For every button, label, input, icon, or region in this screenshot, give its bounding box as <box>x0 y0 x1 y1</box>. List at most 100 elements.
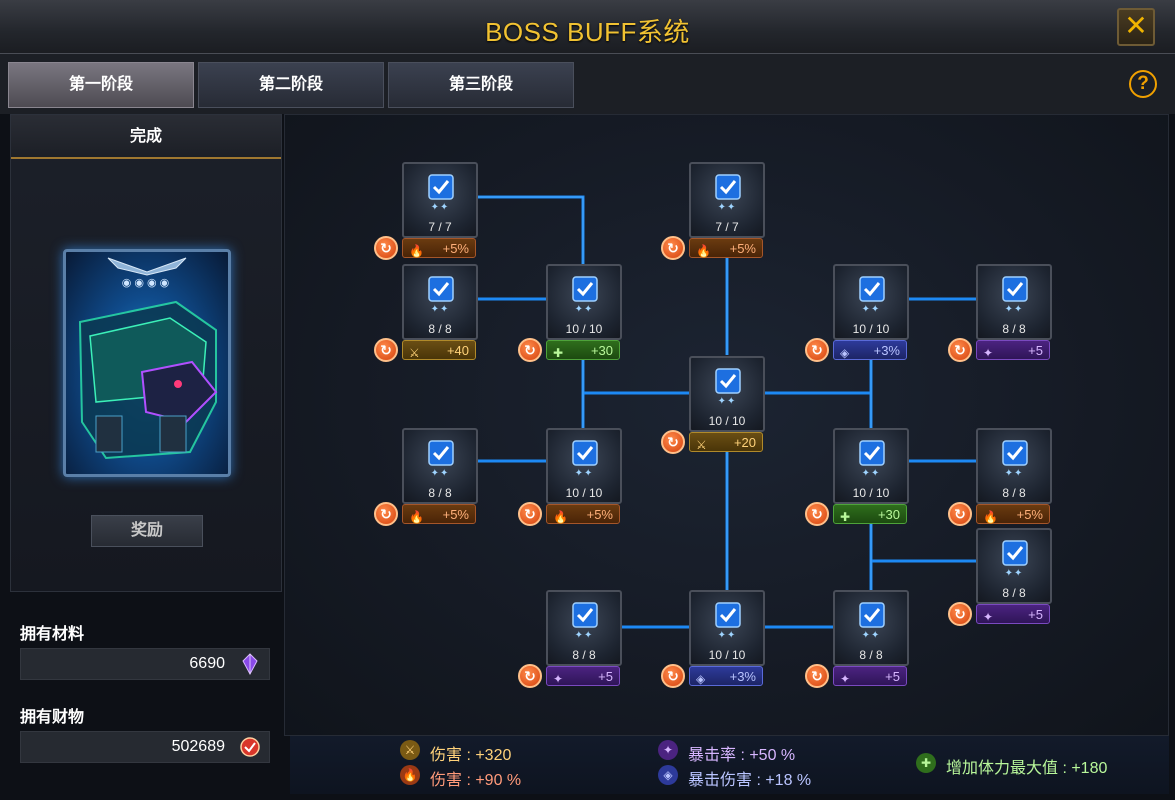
refresh-icon[interactable]: ↻ <box>374 502 398 526</box>
tree-node[interactable]: ✦✦10 / 10 <box>546 428 622 504</box>
stats-summary <box>290 736 1169 794</box>
materials-label: 拥有材料 <box>20 626 85 643</box>
close-icon[interactable]: ✕ <box>1117 8 1155 46</box>
stat-damage-flat-text: 伤害 : +320 <box>430 747 512 764</box>
fire-icon: 🔥 <box>409 244 424 258</box>
check-icon <box>859 440 885 466</box>
crit-damage-icon: ◈ <box>840 346 850 360</box>
tree-node[interactable]: ✦✦8 / 8 <box>546 590 622 666</box>
currency-icon <box>240 737 260 757</box>
star-rank-icon: ✦✦ <box>430 468 450 479</box>
crest-icon <box>107 257 187 276</box>
node-count: 7 / 7 <box>715 220 739 234</box>
node-bonus-value: +3% <box>729 669 756 684</box>
tree-node[interactable]: ✦✦ 8 / 8 <box>976 428 1052 504</box>
refresh-icon[interactable]: ↻ <box>518 664 542 688</box>
node-count: 8 / 8 <box>572 648 596 662</box>
tree-node[interactable]: ✦✦10 / 10 <box>689 356 765 432</box>
tree-node[interactable]: ✦✦10 / 10 <box>833 428 909 504</box>
tab-stage-2[interactable]: 第二阶段 <box>198 62 384 108</box>
refresh-icon[interactable]: ↻ <box>948 502 972 526</box>
node-count: 8 / 8 <box>428 486 452 500</box>
node-bonus: ⚔ +40 <box>402 340 476 360</box>
refresh-icon[interactable]: ↻ <box>805 338 829 362</box>
refresh-icon[interactable]: ↻ <box>948 338 972 362</box>
tree-node[interactable]: ✦✦ 8 / 8 <box>402 428 478 504</box>
node-bonus: 🔥 +5% <box>402 238 476 258</box>
refresh-icon[interactable]: ↻ <box>374 338 398 362</box>
node-count: 8 / 8 <box>1002 486 1026 500</box>
node-count: 8 / 8 <box>1002 586 1026 600</box>
tree-node[interactable]: ✦✦10 / 10 <box>833 264 909 340</box>
check-icon <box>572 276 598 302</box>
stat-max-stamina-text: 增加体力最大值 : +180 <box>946 760 1108 777</box>
check-icon <box>715 602 741 628</box>
boss-portrait: ◉◉◉◉ <box>63 249 231 477</box>
node-bonus: ⚔+20 <box>689 432 763 452</box>
tree-node[interactable]: ✦✦8 / 8 <box>833 590 909 666</box>
refresh-icon[interactable]: ↻ <box>661 236 685 260</box>
star-rank-icon: ✦✦ <box>1004 468 1024 479</box>
tree-node[interactable]: ✦✦10 / 10 <box>546 264 622 340</box>
health-plus-icon: ✚ <box>916 753 936 773</box>
node-bonus: ✦+5 <box>833 666 907 686</box>
node-count: 8 / 8 <box>859 648 883 662</box>
refresh-icon[interactable]: ↻ <box>661 664 685 688</box>
fire-icon: 🔥 <box>983 510 998 524</box>
crit-rate-icon: ✦ <box>983 346 994 360</box>
refresh-icon[interactable]: ↻ <box>661 430 685 454</box>
tree-node[interactable]: ✦✦8 / 8 <box>976 528 1052 604</box>
tab-stage-1[interactable]: 第一阶段 <box>8 62 194 108</box>
tree-node[interactable]: ✦✦7 / 7 <box>689 162 765 238</box>
star-rank-icon: ✦✦ <box>717 396 737 407</box>
stat-damage-pct-text: 伤害 : +90 % <box>430 772 522 789</box>
materials-value: 6690 <box>189 655 225 672</box>
tree-node[interactable]: ✦✦10 / 10 <box>689 590 765 666</box>
node-bonus: ✦ +5 <box>976 340 1050 360</box>
refresh-icon[interactable]: ↻ <box>805 502 829 526</box>
refresh-icon[interactable]: ↻ <box>518 338 542 362</box>
crit-rate-icon: ✦ <box>983 610 994 624</box>
wealth-field: 502689 <box>20 731 270 763</box>
materials-field: 6690 <box>20 648 270 680</box>
refresh-icon[interactable]: ↻ <box>948 602 972 626</box>
help-icon[interactable]: ? <box>1129 70 1157 98</box>
stat-crit-damage-text: 暴击伤害 : +18 % <box>688 772 812 789</box>
wealth-label: 拥有财物 <box>20 709 85 726</box>
reward-button[interactable]: 奖励 <box>91 515 203 547</box>
title-bar: BOSS BUFF系统 ✕ <box>0 0 1175 54</box>
boss-panel: 完成 ◉◉◉◉ 奖励 <box>10 114 282 592</box>
tree-node[interactable]: ✦✦8 / 8 <box>402 264 478 340</box>
check-icon <box>1002 540 1028 566</box>
node-count: 10 / 10 <box>852 322 890 336</box>
node-bonus-value: +30 <box>877 507 900 522</box>
node-bonus-value: +40 <box>446 343 469 358</box>
sword-icon: ⚔ <box>400 740 420 760</box>
node-bonus-value: +5% <box>729 241 756 256</box>
status-label: 完成 <box>11 115 281 159</box>
check-icon <box>1002 440 1028 466</box>
tree-node[interactable]: ✦✦7 / 7 <box>402 162 478 238</box>
node-bonus: ✚ +30 <box>833 504 907 524</box>
node-bonus-value: +5 <box>1028 343 1043 358</box>
refresh-icon[interactable]: ↻ <box>518 502 542 526</box>
check-icon <box>1002 276 1028 302</box>
node-bonus-value: +5 <box>598 669 613 684</box>
node-bonus: 🔥+5% <box>546 504 620 524</box>
check-icon <box>715 368 741 394</box>
health-plus-icon: ✚ <box>840 510 851 524</box>
wealth-value: 502689 <box>171 738 225 755</box>
window-title: BOSS BUFF系统 <box>485 17 690 47</box>
refresh-icon[interactable]: ↻ <box>374 236 398 260</box>
node-bonus-value: +5% <box>442 241 469 256</box>
check-icon <box>859 276 885 302</box>
tab-stage-3[interactable]: 第三阶段 <box>388 62 574 108</box>
node-bonus-value: +5% <box>586 507 613 522</box>
star-rank-icon: ✦✦ <box>574 468 594 479</box>
node-bonus-value: +3% <box>873 343 900 358</box>
refresh-icon[interactable]: ↻ <box>805 664 829 688</box>
sword-icon: ⚔ <box>409 346 420 360</box>
check-icon <box>428 440 454 466</box>
tree-node[interactable]: ✦✦8 / 8 <box>976 264 1052 340</box>
fire-icon: 🔥 <box>409 510 424 524</box>
